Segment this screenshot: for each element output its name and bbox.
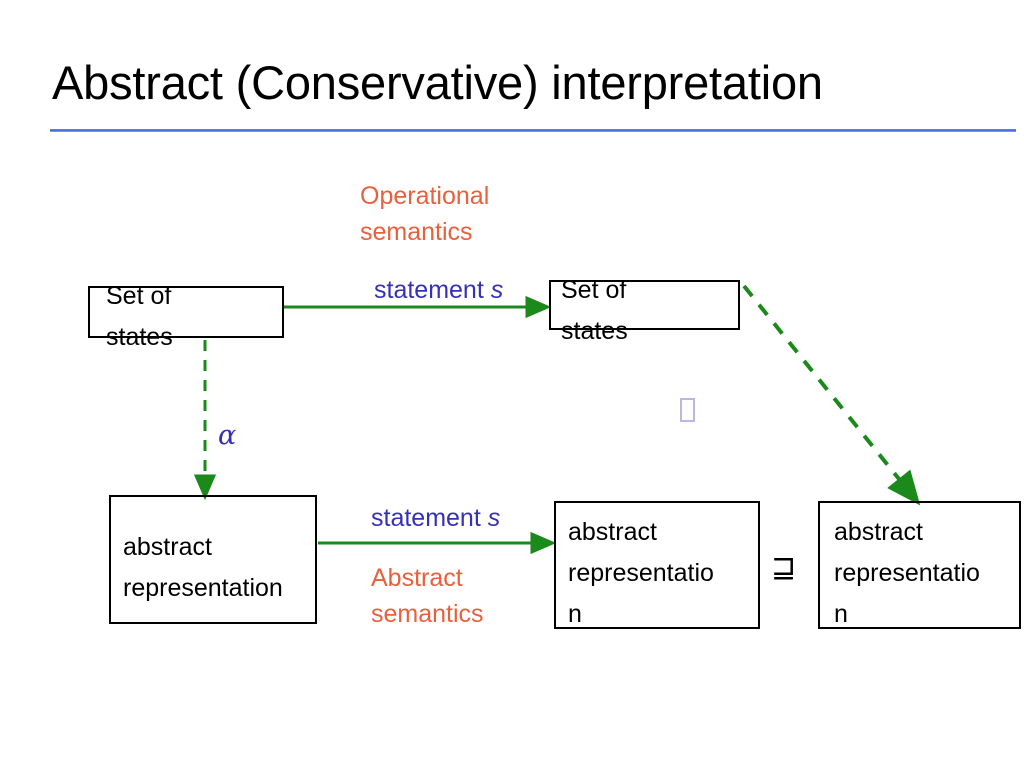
- title-divider: [50, 129, 1016, 132]
- page-title: Abstract (Conservative) interpretation: [52, 56, 823, 109]
- box-abstract-representation-post: abstract representatio n: [554, 501, 760, 629]
- box-abstract-representation-pre-label: abstract representation: [123, 533, 283, 602]
- box-set-of-states-pre: Set of states: [88, 282, 284, 351]
- label-statement-top: statement s: [374, 272, 559, 308]
- label-statement-top-word: statement: [374, 276, 484, 304]
- label-statement-bottom-var: s: [487, 504, 501, 532]
- box-set-of-states-post: Set of states: [549, 276, 740, 345]
- label-relation-sqsupseteq: ⊒: [771, 550, 797, 585]
- label-statement-bottom-word: statement: [371, 504, 481, 532]
- box-set-of-states-post-label: Set of states: [561, 276, 628, 345]
- missing-glyph-icon: [680, 398, 695, 422]
- box-abstract-representation-concretized-label: abstract representatio n: [834, 518, 980, 628]
- box-abstract-representation-pre: abstract representation: [109, 495, 317, 624]
- box-set-of-states-pre-label: Set of states: [106, 282, 173, 351]
- box-abstract-representation-post-label: abstract representatio n: [568, 518, 714, 628]
- label-statement-top-var: s: [490, 276, 504, 304]
- arrow-concretization: [742, 284, 921, 506]
- label-operational-semantics: Operational semantics: [360, 182, 490, 246]
- box-abstract-representation-concretized: abstract representatio n: [818, 501, 1021, 629]
- label-statement-bottom: statement s: [371, 500, 521, 536]
- label-alpha: α: [218, 420, 237, 451]
- label-abstract-semantics: Abstract semantics: [371, 564, 484, 628]
